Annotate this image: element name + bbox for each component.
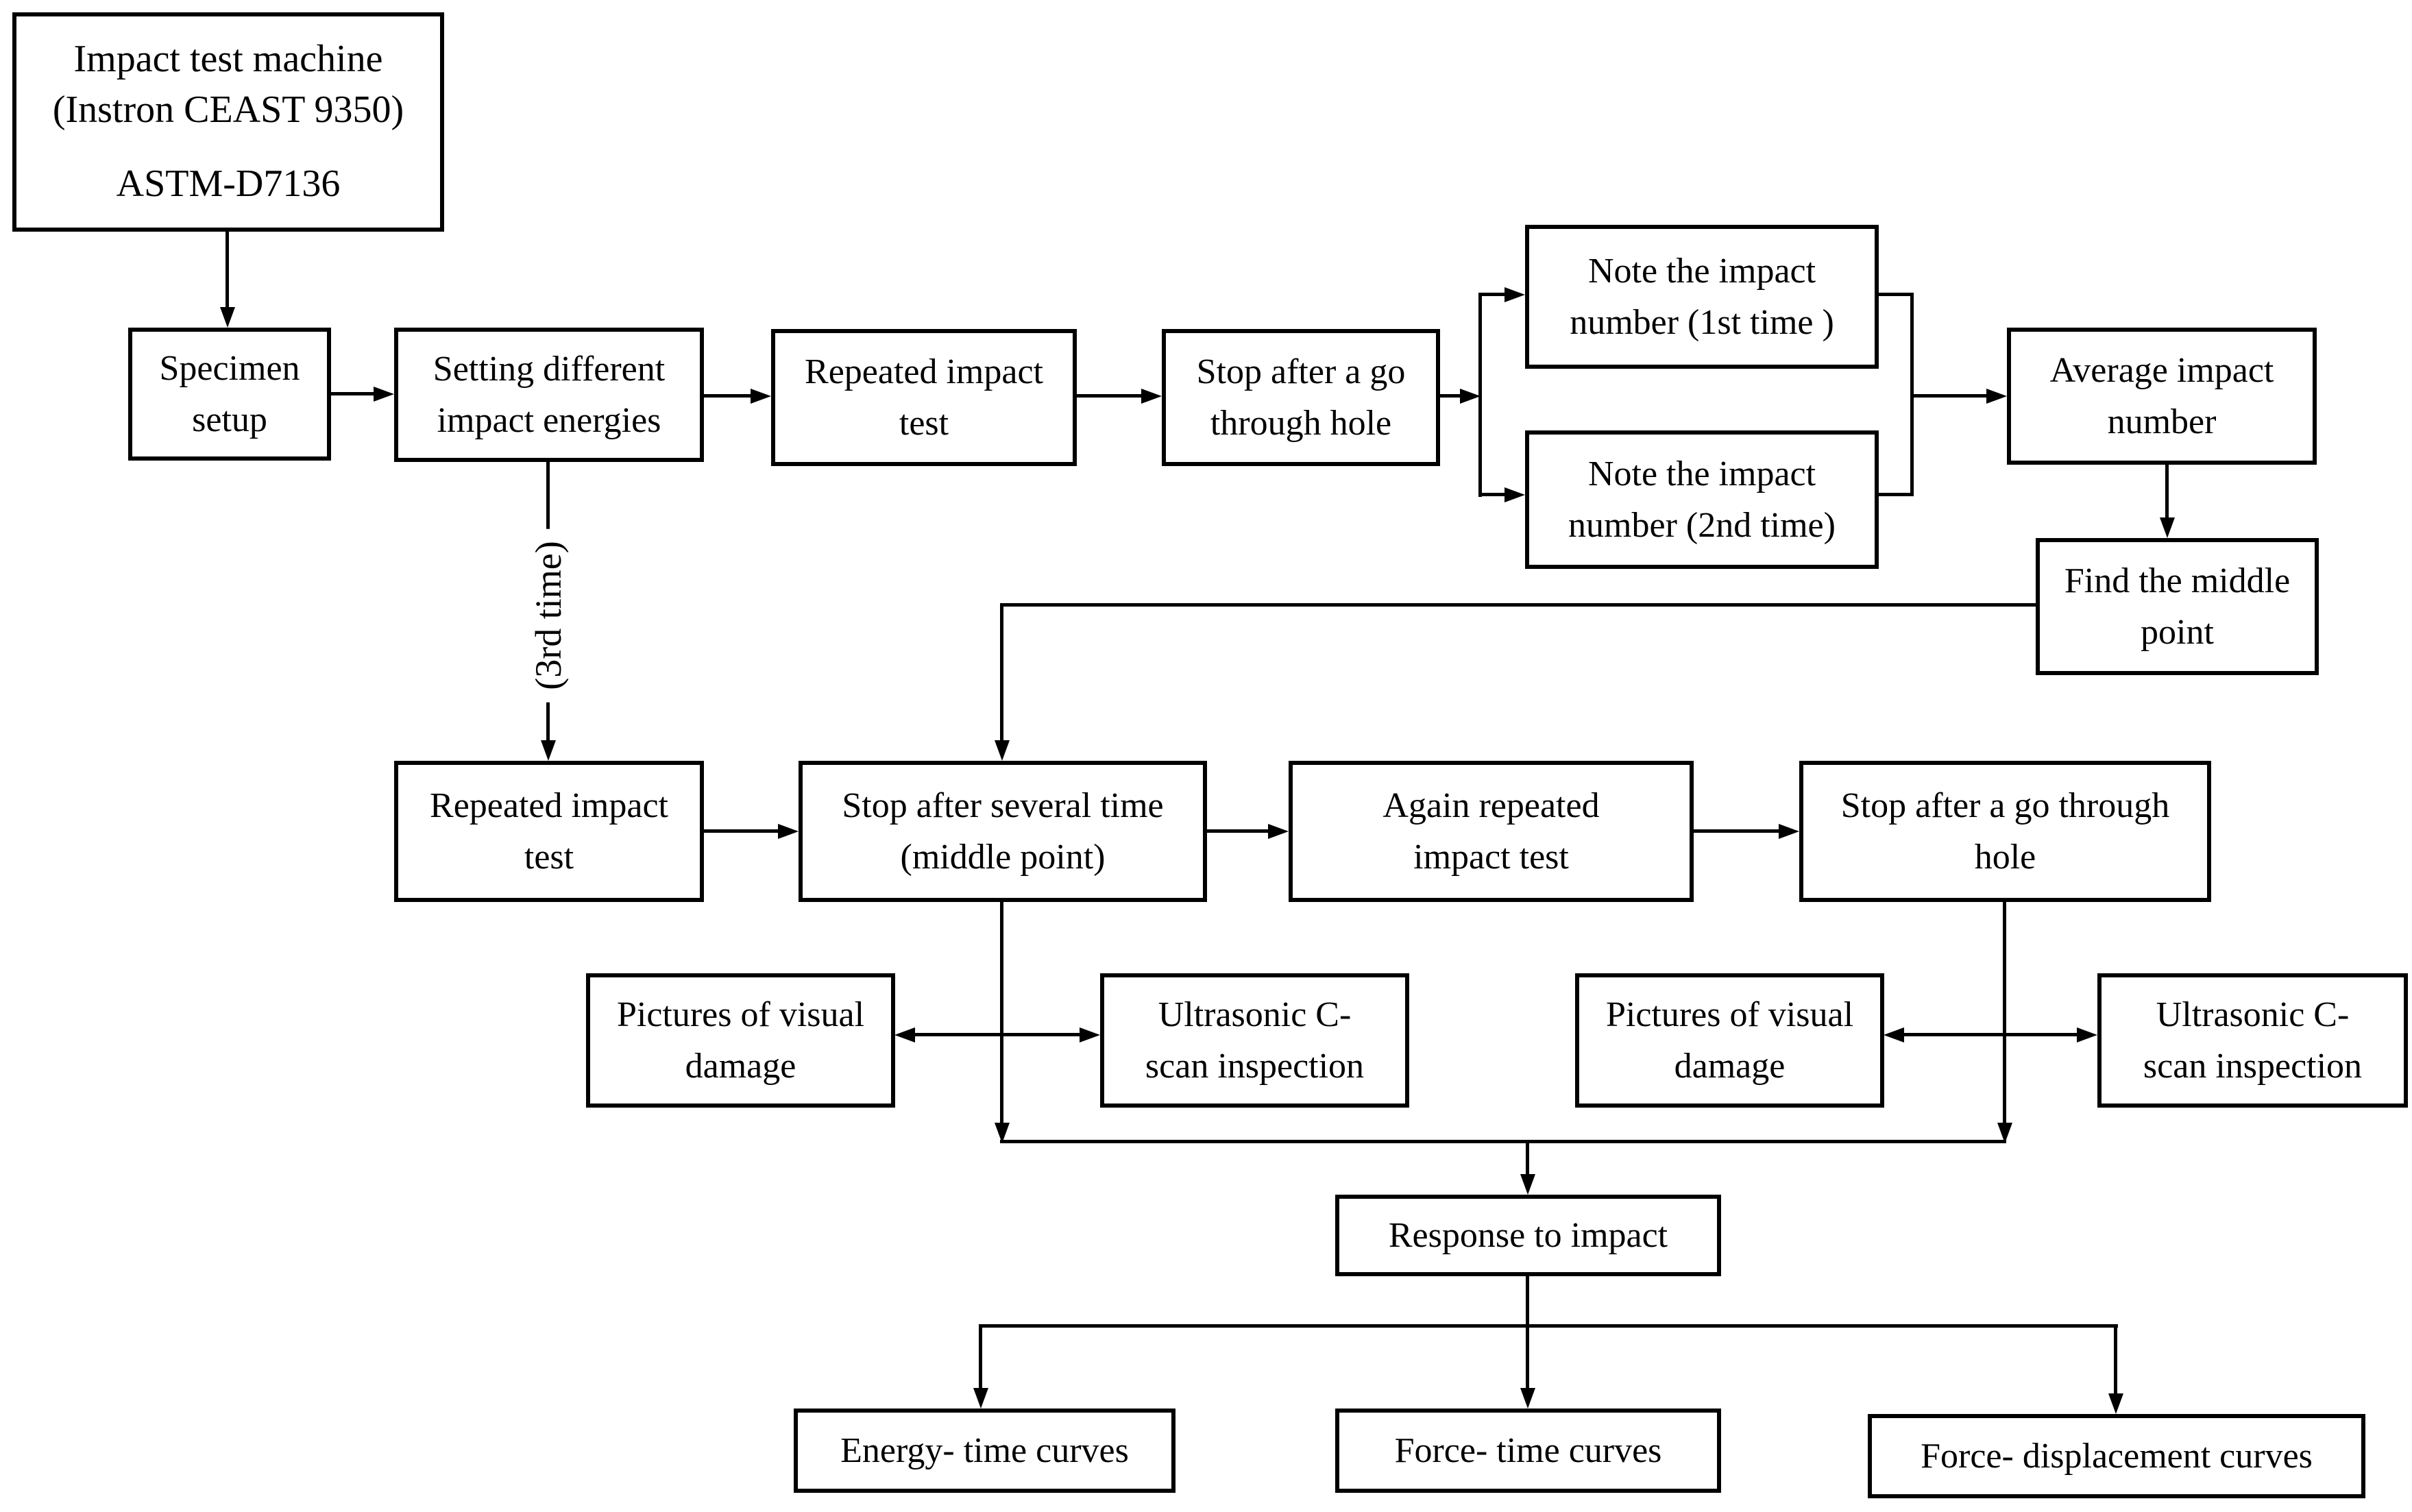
connector-specimen-to-setting	[330, 392, 376, 395]
branch-to-forcedisp-curves	[2114, 1326, 2117, 1397]
branch-to-energy-curves	[979, 1326, 982, 1391]
connector-collector-to-response	[1526, 1142, 1529, 1178]
arrowhead-to-pictures1	[894, 1027, 915, 1042]
arrowhead-to-ultrasonic2	[2077, 1027, 2097, 1042]
arrowhead-to-pictures2	[1884, 1027, 1904, 1042]
connector-setting-to-repeated1	[703, 394, 754, 398]
connector-machine-to-specimen	[226, 231, 229, 312]
node-energy-time-curves-label: Energy- time curves	[840, 1430, 1129, 1470]
node-specimen-setup-label: Specimen setup	[159, 348, 300, 439]
arrowhead-merge-to-average	[1986, 389, 2007, 404]
node-again-repeated-impact-test-label: Again repeated impact test	[1382, 785, 1600, 877]
node-stop-after-several-time-label: Stop after several time (middle point)	[842, 785, 1164, 877]
node-average-impact-number: Average impact number	[2007, 328, 2317, 465]
node-stop-go-through-hole-2-label: Stop after a go through hole	[1840, 785, 2170, 877]
arrowhead-stopseveral-to-again	[1268, 824, 1289, 839]
arrowhead-stophole1-to-split	[1460, 389, 1481, 404]
node-note-impact-2nd: Note the impact number (2nd time)	[1525, 430, 1879, 569]
arrowhead-setting-to-repeated1	[751, 389, 771, 404]
node-stop-go-through-hole-1: Stop after a go through hole	[1162, 329, 1440, 466]
collector-line-to-response	[1000, 1140, 2006, 1143]
connector-repeated1-to-stophole1	[1076, 394, 1145, 398]
connector-stopseveral-down	[1000, 902, 1003, 1126]
node-pictures-visual-damage-1: Pictures of visual damage	[586, 973, 895, 1108]
connector-stopseveral-to-again	[1206, 829, 1271, 833]
arrowhead-repeated2-to-stopseveral	[778, 824, 799, 839]
node-ultrasonic-cscan-1: Ultrasonic C- scan inspection	[1100, 973, 1409, 1108]
node-force-displacement-curves-label: Force- displacement curves	[1921, 1436, 2313, 1476]
arrowhead-split-to-note1	[1505, 287, 1525, 302]
node-stop-go-through-hole-1-label: Stop after a go through hole	[1196, 352, 1406, 443]
connector-again-to-stophole2	[1693, 829, 1782, 833]
node-impact-test-machine-standard: ASTM-D7136	[116, 162, 341, 205]
merge-bracket-right-vertical	[1910, 293, 1914, 496]
node-note-impact-1st-label: Note the impact number (1st time )	[1570, 251, 1834, 342]
connector-response-down	[1526, 1276, 1529, 1391]
node-pictures-visual-damage-2-label: Pictures of visual damage	[1605, 995, 1854, 1086]
node-force-displacement-curves: Force- displacement curves	[1868, 1414, 2365, 1498]
arrowhead-setting-to-repeated2	[541, 740, 556, 761]
connector-repeated2-to-stopseveral	[703, 829, 781, 833]
arrowhead-to-energy-curves	[973, 1388, 988, 1409]
node-setting-impact-energies-label: Setting different impact energies	[433, 349, 666, 440]
node-repeated-impact-test-1: Repeated impact test	[771, 329, 1077, 466]
merge-stub-from-note2	[1871, 493, 1914, 496]
node-again-repeated-impact-test: Again repeated impact test	[1289, 761, 1694, 902]
node-repeated-impact-test-2: Repeated impact test	[394, 761, 704, 902]
node-ultrasonic-cscan-2-label: Ultrasonic C- scan inspection	[2143, 995, 2363, 1086]
arrowhead-stopseveral-to-collector	[995, 1123, 1010, 1143]
connector-average-to-findmiddle	[2165, 465, 2169, 520]
connector-pictures1-ultrasonic1	[913, 1033, 1082, 1036]
node-find-middle-point: Find the middle point	[2036, 538, 2319, 675]
node-stop-after-several-time: Stop after several time (middle point)	[799, 761, 1207, 902]
arrowhead-split-to-note2	[1505, 487, 1525, 502]
arrowhead-to-ultrasonic1	[1080, 1027, 1100, 1042]
node-stop-go-through-hole-2: Stop after a go through hole	[1799, 761, 2211, 902]
arrowhead-to-forcetime-curves	[1520, 1388, 1535, 1409]
arrowhead-specimen-to-setting	[374, 387, 394, 402]
node-specimen-setup: Specimen setup	[128, 328, 331, 461]
node-force-time-curves: Force- time curves	[1335, 1409, 1721, 1493]
node-setting-impact-energies: Setting different impact energies	[394, 328, 704, 462]
edge-label-3rd-time: (3rd time)	[523, 528, 574, 703]
distribution-line-curves	[979, 1324, 2118, 1328]
node-pictures-visual-damage-2: Pictures of visual damage	[1575, 973, 1884, 1108]
connector-stophole1-to-split	[1439, 394, 1464, 398]
node-note-impact-1st: Note the impact number (1st time )	[1525, 225, 1879, 369]
node-response-to-impact-label: Response to impact	[1388, 1215, 1668, 1255]
node-ultrasonic-cscan-1-label: Ultrasonic C- scan inspection	[1145, 995, 1365, 1086]
split-branch-to-note2	[1481, 493, 1508, 496]
node-energy-time-curves: Energy- time curves	[794, 1409, 1175, 1493]
node-impact-test-machine: Impact test machine (Instron CEAST 9350)…	[12, 12, 444, 232]
split-branch-to-note1	[1481, 293, 1508, 296]
node-average-impact-number-label: Average impact number	[2049, 350, 2274, 441]
connector-merge-to-average	[1912, 394, 1989, 398]
node-pictures-visual-damage-1-label: Pictures of visual damage	[616, 995, 865, 1086]
arrowhead-again-to-stophole2	[1779, 824, 1799, 839]
connector-stophole2-down	[2003, 902, 2006, 1126]
connector-findmiddle-back-vertical	[1000, 603, 1003, 744]
node-response-to-impact: Response to impact	[1335, 1195, 1721, 1276]
arrowhead-machine-to-specimen	[220, 307, 235, 328]
node-impact-test-machine-title: Impact test machine (Instron CEAST 9350)	[52, 38, 404, 132]
arrowhead-collector-to-response	[1520, 1174, 1535, 1195]
arrowhead-average-to-findmiddle	[2160, 517, 2175, 538]
connector-pictures2-ultrasonic2	[1902, 1033, 2080, 1036]
arrowhead-stophole2-to-collector	[1997, 1123, 2012, 1143]
merge-stub-from-note1	[1871, 293, 1914, 296]
arrowhead-repeated1-to-stophole1	[1141, 389, 1162, 404]
arrowhead-to-forcedisp-curves	[2108, 1393, 2123, 1414]
node-note-impact-2nd-label: Note the impact number (2nd time)	[1568, 454, 1836, 545]
node-force-time-curves-label: Force- time curves	[1394, 1430, 1662, 1470]
node-find-middle-point-label: Find the middle point	[2064, 561, 2291, 652]
arrowhead-findmiddle-to-stopseveral	[995, 740, 1010, 761]
connector-findmiddle-back-horizontal	[1000, 603, 2036, 607]
node-repeated-impact-test-2-label: Repeated impact test	[430, 785, 668, 877]
node-ultrasonic-cscan-2: Ultrasonic C- scan inspection	[2097, 973, 2408, 1108]
node-repeated-impact-test-1-label: Repeated impact test	[805, 352, 1043, 443]
